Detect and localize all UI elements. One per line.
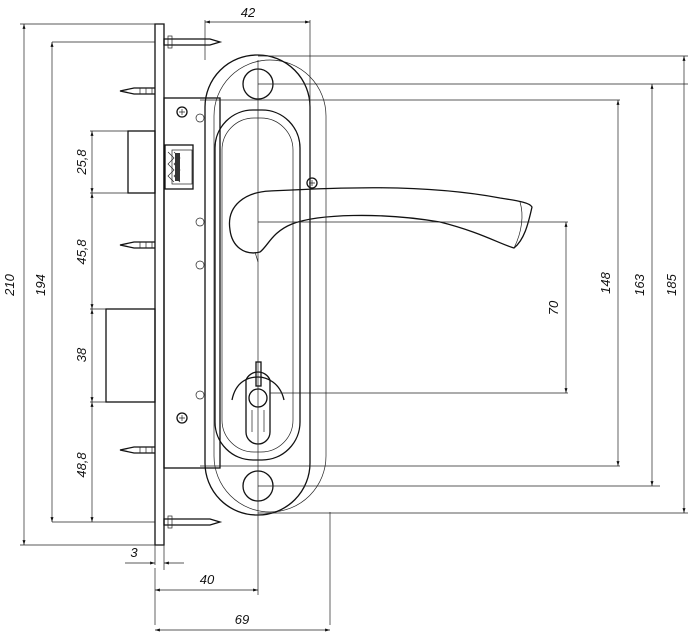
wood-screw	[119, 241, 155, 249]
latch-bolt	[127, 130, 156, 194]
fixing-screw-bottom	[163, 515, 223, 529]
plate-shadow	[213, 59, 327, 513]
dim-overall-depth: 69	[235, 612, 249, 627]
wood-screw	[119, 446, 155, 454]
screw-icon	[176, 412, 188, 424]
dim-hole-spacing: 163	[632, 273, 647, 295]
small-hole	[195, 260, 205, 270]
dim-handle-to-cylinder: 70	[546, 300, 561, 315]
dim-plate-thickness: 3	[130, 545, 138, 560]
latch-housing	[164, 144, 194, 190]
dim-plate-height: 185	[664, 273, 679, 295]
screw-icon	[306, 177, 318, 189]
screw-icon	[176, 106, 188, 118]
small-hole	[195, 390, 205, 400]
plate-inner	[214, 109, 301, 461]
dim-body-height: 194	[33, 274, 48, 296]
dim-top-width: 42	[241, 5, 256, 20]
latch-spring	[167, 149, 193, 185]
wood-screw	[119, 87, 155, 95]
dim-total-height: 210	[2, 273, 17, 296]
lock-case	[105, 23, 223, 546]
plate-inner-recess	[221, 117, 294, 453]
dimension-lines	[20, 20, 688, 632]
dim-backset: 40	[200, 572, 215, 587]
face-plate	[154, 23, 165, 546]
lever-handle	[228, 187, 533, 263]
dim-bolt-to-bottom: 48,8	[74, 452, 89, 478]
fixing-screw-top	[163, 35, 223, 49]
dim-latch-height: 25,8	[74, 149, 89, 176]
small-hole	[195, 113, 205, 123]
small-hole	[195, 217, 205, 227]
deadbolt	[105, 308, 156, 403]
dim-latch-to-handle: 45,8	[74, 239, 89, 265]
plate-outer	[204, 54, 311, 516]
mortise-body	[163, 97, 221, 469]
dim-bolt-height: 38	[74, 347, 89, 362]
escutcheon-plate	[204, 54, 327, 516]
dim-screw-spacing: 148	[598, 271, 613, 293]
